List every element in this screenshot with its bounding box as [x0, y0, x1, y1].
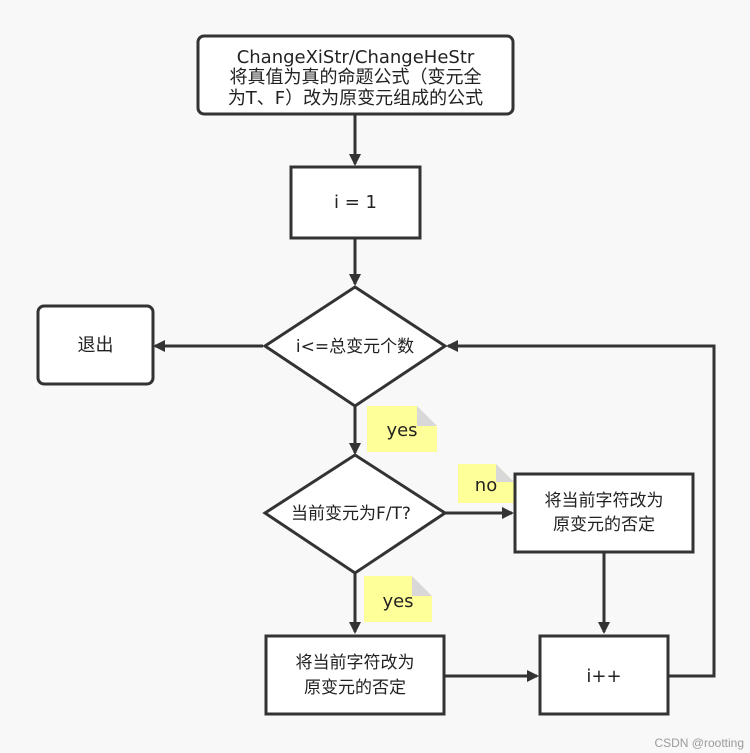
start-node-line3: 为T、F）改为原变元组成的公式 [228, 88, 483, 109]
negate-right-line1: 将当前字符改为 [545, 491, 664, 511]
init-node: i = 1 [289, 165, 422, 240]
start-node-line2: 将真值为真的命题公式（变元全 [230, 67, 482, 88]
cond-loop-node: i<=总变元个数 [262, 285, 448, 408]
negate-left-node: 将当前字符改为 原变元的否定 [264, 634, 446, 716]
yes-note-2: yes [364, 576, 432, 622]
no-note-label: no [475, 475, 497, 496]
negate-left-line2: 原变元的否定 [304, 678, 406, 698]
edge-increment-loop-back [446, 340, 716, 678]
cond-type-label: 当前变元为F/T? [291, 504, 411, 524]
yes-note-1-label: yes [386, 420, 417, 441]
yes-note-1: yes [367, 406, 437, 452]
watermark: CSDN @rootting [654, 736, 744, 750]
cond-loop-label: i<=总变元个数 [296, 337, 414, 357]
start-node: ChangeXiStr/ChangeHeStr 将真值为真的命题公式（变元全 为… [196, 34, 515, 116]
negate-right-line2: 原变元的否定 [553, 515, 655, 535]
init-node-label: i = 1 [334, 192, 377, 213]
start-node-line1: ChangeXiStr/ChangeHeStr [237, 47, 475, 68]
negate-left-line1: 将当前字符改为 [296, 653, 415, 673]
increment-node: i++ [538, 634, 670, 716]
cond-type-node: 当前变元为F/T? [262, 453, 448, 575]
yes-note-2-label: yes [382, 591, 413, 612]
exit-node-label: 退出 [78, 335, 114, 356]
exit-node: 退出 [36, 304, 155, 386]
no-note: no [458, 464, 514, 503]
negate-right-node: 将当前字符改为 原变元的否定 [513, 472, 695, 554]
increment-node-label: i++ [586, 666, 621, 687]
